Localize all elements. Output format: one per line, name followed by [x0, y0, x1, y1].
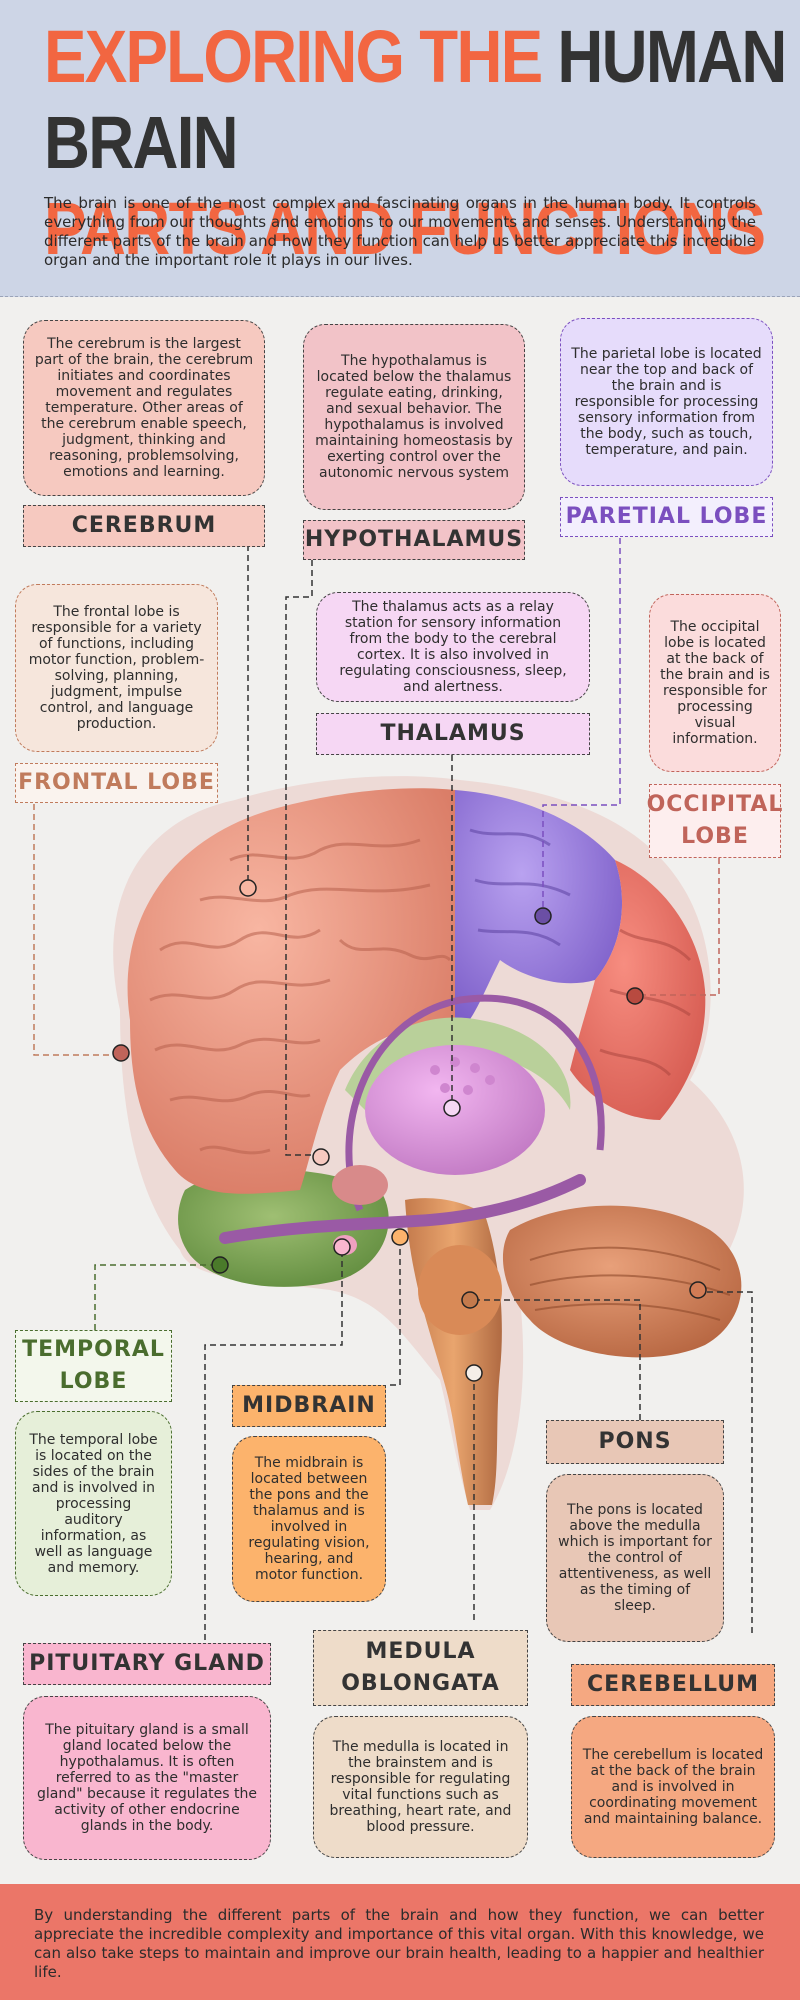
cerebellum-shape — [502, 1205, 742, 1358]
medulla-description: The medulla is located in the brainstem … — [313, 1716, 528, 1858]
pituitary-text: The pituitary gland is a small gland loc… — [37, 1722, 257, 1834]
temporal-label: TEMPORAL LOBE — [15, 1330, 172, 1402]
header: EXPLORING THE HUMAN BRAIN PARTS AND FUNC… — [0, 0, 800, 297]
medulla-text: The medulla is located in the brainstem … — [329, 1739, 512, 1835]
title-line2: PARTS AND FUNCTIONS — [44, 187, 766, 270]
page-title: EXPLORING THE HUMAN BRAIN PARTS AND FUNC… — [44, 14, 800, 272]
cerebrum-label: CEREBRUM — [23, 505, 265, 547]
footer: By understanding the different parts of … — [0, 1884, 800, 2000]
cerebellum-description: The cerebellum is located at the back of… — [571, 1716, 775, 1858]
intro-text: The brain is one of the most complex and… — [44, 194, 756, 269]
pons-label-text: PONS — [598, 1429, 672, 1454]
temporal-label-line1: TEMPORAL — [22, 1337, 165, 1362]
fornix-tail — [219, 1174, 586, 1244]
cerebellum-text: The cerebellum is located at the back of… — [582, 1747, 764, 1827]
pons-text: The pons is located above the medulla wh… — [558, 1502, 712, 1614]
midbrain-description: The midbrain is located between the pons… — [232, 1436, 386, 1602]
parietal-text: The parietal lobe is located near the to… — [571, 346, 762, 458]
pituitary-label: PITUITARY GLAND — [23, 1643, 271, 1685]
limbic-band — [345, 1017, 571, 1110]
hypothalamus-description: The hypothalamus is located below the th… — [303, 324, 525, 510]
cerebellum-label-text: CEREBELLUM — [587, 1672, 759, 1697]
medulla-label: MEDULA OBLONGATA — [313, 1630, 528, 1706]
occipital-label-line1: OCCIPITAL — [646, 792, 784, 817]
thalamus-text: The thalamus acts as a relay station for… — [339, 599, 567, 695]
title-line1-dark: HUMAN BRAIN — [44, 15, 787, 184]
frontal-label-text: FRONTAL LOBE — [18, 770, 215, 795]
thalamus-description: The thalamus acts as a relay station for… — [316, 592, 590, 702]
cerebrum-text: The cerebrum is the largest part of the … — [34, 336, 254, 480]
midbrain-label-text: MIDBRAIN — [242, 1393, 376, 1418]
fornix-arc — [345, 994, 605, 1212]
pituitary-description: The pituitary gland is a small gland loc… — [23, 1696, 271, 1860]
hypothalamus-label-text: HYPOTHALAMUS — [304, 527, 524, 552]
frontal-label: FRONTAL LOBE — [15, 763, 218, 803]
medulla-label-line2: OBLONGATA — [341, 1671, 500, 1696]
thalamus-label: THALAMUS — [316, 713, 590, 755]
medulla-label-line1: MEDULA — [365, 1639, 476, 1664]
pons-label: PONS — [546, 1420, 724, 1464]
title-line1-orange: EXPLORING THE — [44, 15, 558, 98]
midbrain-text: The midbrain is located between the pons… — [248, 1455, 370, 1583]
parietal-description: The parietal lobe is located near the to… — [560, 318, 773, 486]
hypothalamus-shape — [332, 1165, 388, 1205]
hypothalamus-text: The hypothalamus is located below the th… — [315, 353, 513, 481]
cerebrum-description: The cerebrum is the largest part of the … — [23, 320, 265, 496]
parietal-label-text: PARETIAL LOBE — [565, 504, 768, 529]
hypothalamus-label: HYPOTHALAMUS — [303, 520, 525, 560]
frontal-description: The frontal lobe is responsible for a va… — [15, 584, 218, 752]
pituitary-shape — [333, 1235, 357, 1255]
temporal-label-line2: LOBE — [59, 1369, 128, 1394]
parietal-label: PARETIAL LOBE — [560, 497, 773, 537]
pons-shape — [418, 1245, 502, 1335]
occipital-label: OCCIPITAL LOBE — [646, 784, 784, 858]
frontal-text: The frontal lobe is responsible for a va… — [28, 604, 205, 732]
temporal-description: The temporal lobe is located on the side… — [15, 1411, 172, 1596]
occipital-description: The occipital lobe is located at the bac… — [649, 594, 781, 772]
pons-description: The pons is located above the medulla wh… — [546, 1474, 724, 1642]
cerebellum-label: CEREBELLUM — [571, 1664, 775, 1706]
temporal-text: The temporal lobe is located on the side… — [29, 1431, 158, 1576]
pituitary-label-text: PITUITARY GLAND — [29, 1651, 265, 1676]
footer-text: By understanding the different parts of … — [34, 1906, 764, 1981]
occipital-label-line2: LOBE — [681, 824, 749, 849]
cerebrum-label-text: CEREBRUM — [71, 513, 217, 538]
occipital-text: The occipital lobe is located at the bac… — [660, 619, 770, 747]
thalamus-label-text: THALAMUS — [380, 721, 526, 746]
midbrain-label: MIDBRAIN — [232, 1385, 386, 1427]
